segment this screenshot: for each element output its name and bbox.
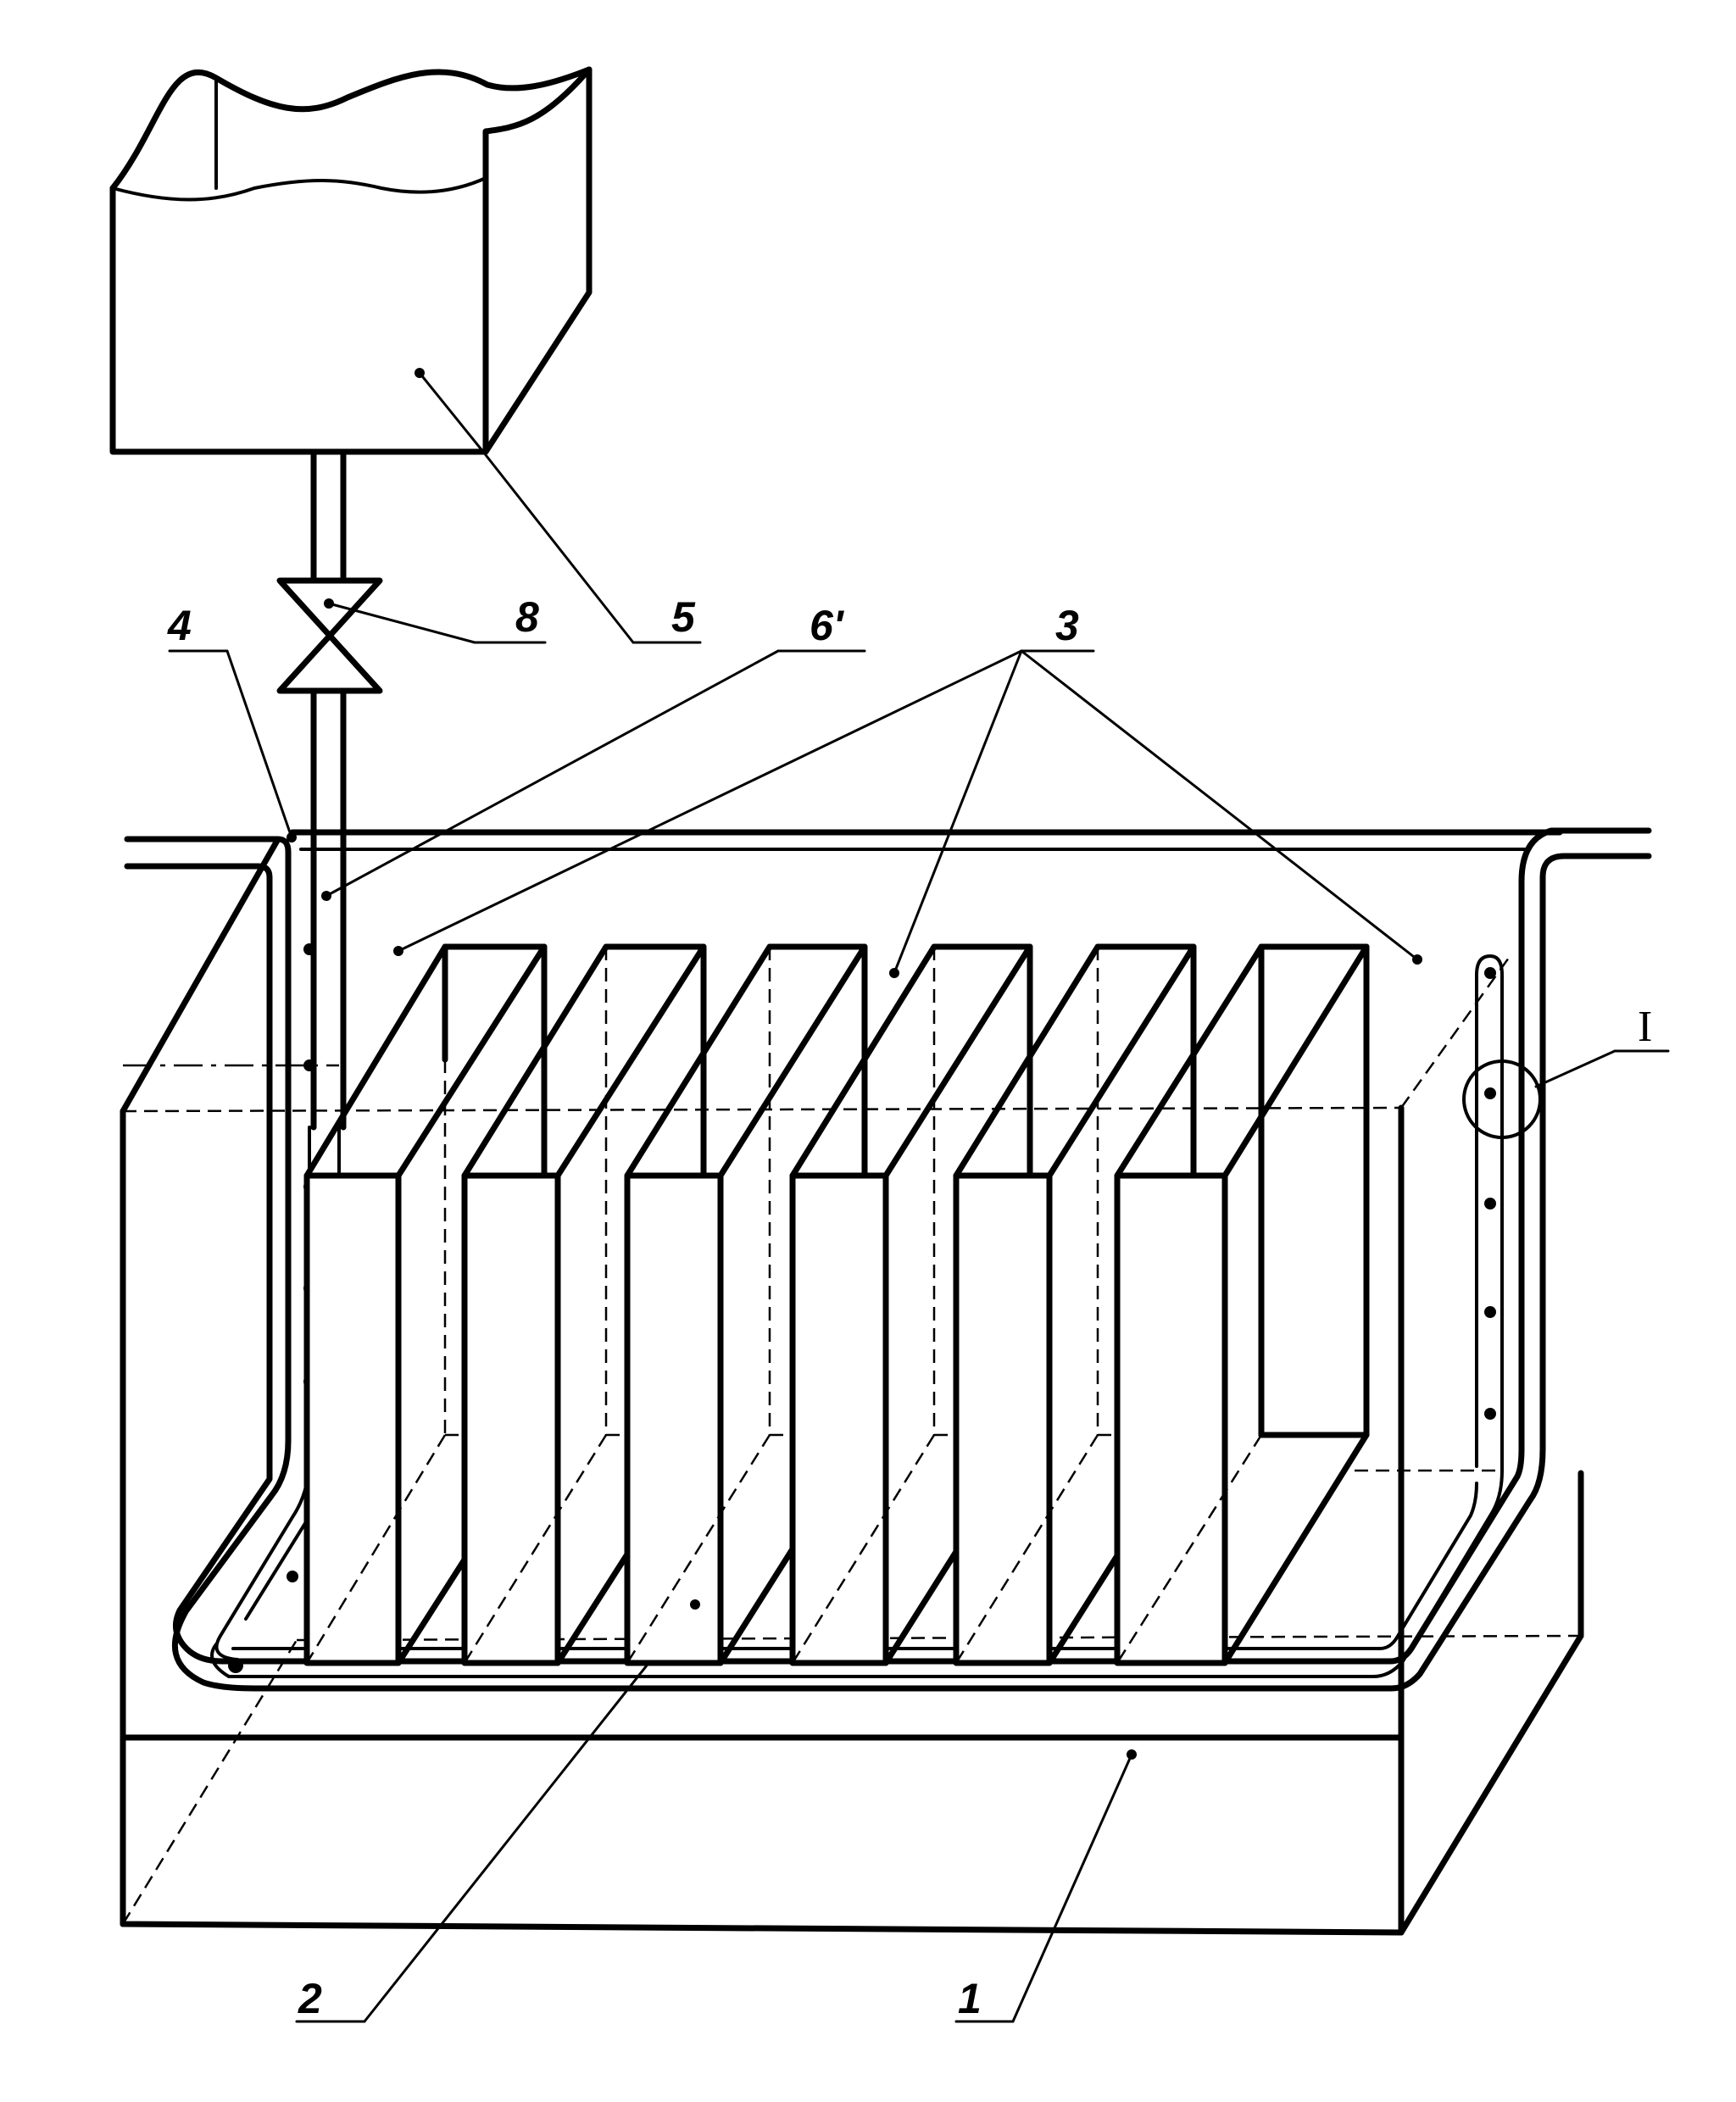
label-6prime: 6' [810, 602, 845, 649]
valve-8 [276, 577, 383, 694]
label-4: 4 [167, 602, 192, 649]
tank-5 [109, 66, 593, 455]
detail-circle-I [1462, 1059, 1542, 1139]
label-8: 8 [515, 593, 539, 641]
labels: 1 2 3 4 5 6' 8 I [167, 593, 1652, 2022]
label-5: 5 [671, 593, 696, 641]
plate-4 [789, 943, 1033, 1666]
leader-lines [168, 371, 1670, 2023]
supply-pipe [310, 448, 347, 1131]
electrolyte-surface [123, 827, 1652, 1692]
label-1: 1 [958, 1975, 982, 2022]
plate-6 [1114, 943, 1370, 1666]
label-3: 3 [1055, 602, 1079, 649]
reference-dots [287, 368, 1422, 1760]
plate-1 [303, 943, 548, 1666]
label-2: 2 [298, 1975, 322, 2022]
label-I: I [1638, 1003, 1652, 1051]
plates-3 [303, 943, 1370, 1666]
